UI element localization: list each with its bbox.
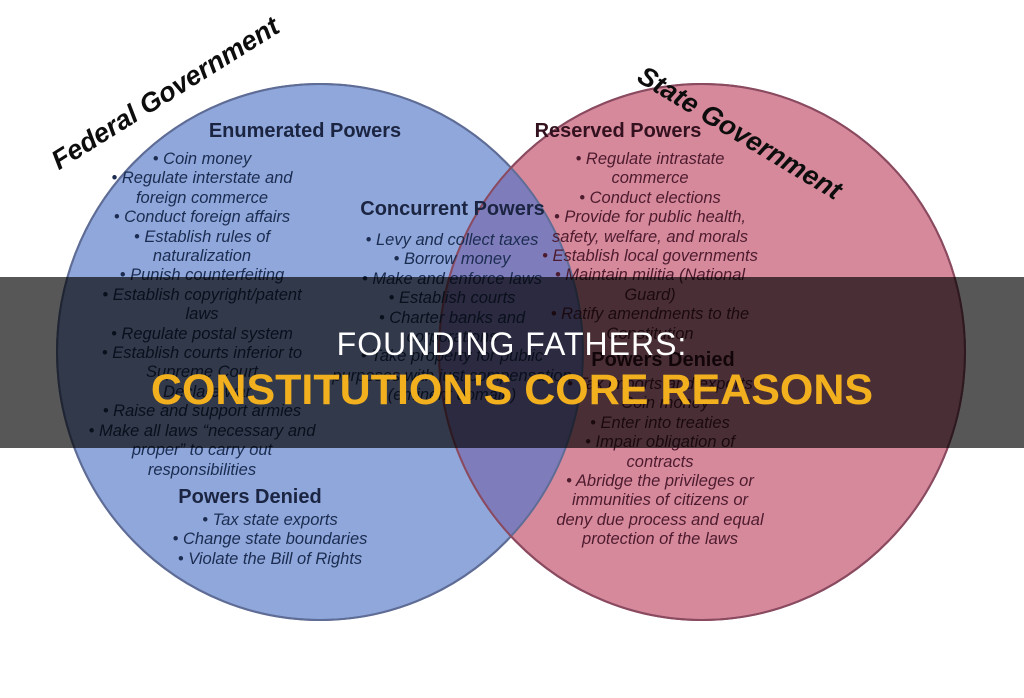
text-line: naturalization [152, 247, 252, 266]
text-line: • Coin money [152, 150, 252, 168]
text-line: protection of the laws [582, 530, 738, 549]
text-line: deny due process and equal [556, 510, 764, 529]
text-line: • Establish rules of [133, 227, 270, 246]
federal-powers-denied-title: Powers Denied [178, 486, 322, 508]
banner-overlay: FOUNDING FATHERS: CONSTITUTION'S CORE RE… [0, 277, 1024, 448]
text-line: safety, welfare, and morals [552, 227, 748, 246]
text-line: commerce [611, 169, 689, 188]
text-line: • Borrow money [393, 250, 511, 269]
banner-title-line1: FOUNDING FATHERS: [336, 326, 688, 362]
text-line: immunities of citizens or [571, 491, 749, 510]
text-line: • Abridge the privileges or [566, 472, 754, 491]
enumerated-powers-title: Enumerated Powers [208, 120, 402, 142]
reserved-powers-title: Reserved Powers [534, 120, 702, 142]
text-line: • Provide for public health, [554, 208, 746, 227]
text-line: • Conduct elections [579, 188, 721, 207]
banner-title-line2: CONSTITUTION'S CORE REASONS [150, 366, 874, 414]
text-line: • Tax state exports [202, 511, 338, 529]
text-line: responsibilities [147, 460, 257, 479]
text-line: • Regulate interstate and [111, 169, 293, 188]
text-line: contracts [626, 452, 694, 471]
text-line: • Levy and collect taxes [365, 231, 539, 249]
text-line: • Change state boundaries [172, 530, 368, 549]
text-line: • Conduct foreign affairs [113, 208, 291, 227]
text-line: • Establish local governments [542, 247, 758, 266]
concurrent-powers-title: Concurrent Powers [360, 198, 545, 220]
federal-powers-denied-list: • Tax state exports• Change state bounda… [115, 511, 425, 569]
text-line: foreign commerce [135, 188, 269, 207]
text-line: • Regulate intrastate [575, 150, 725, 168]
text-line: • Violate the Bill of Rights [177, 549, 363, 568]
